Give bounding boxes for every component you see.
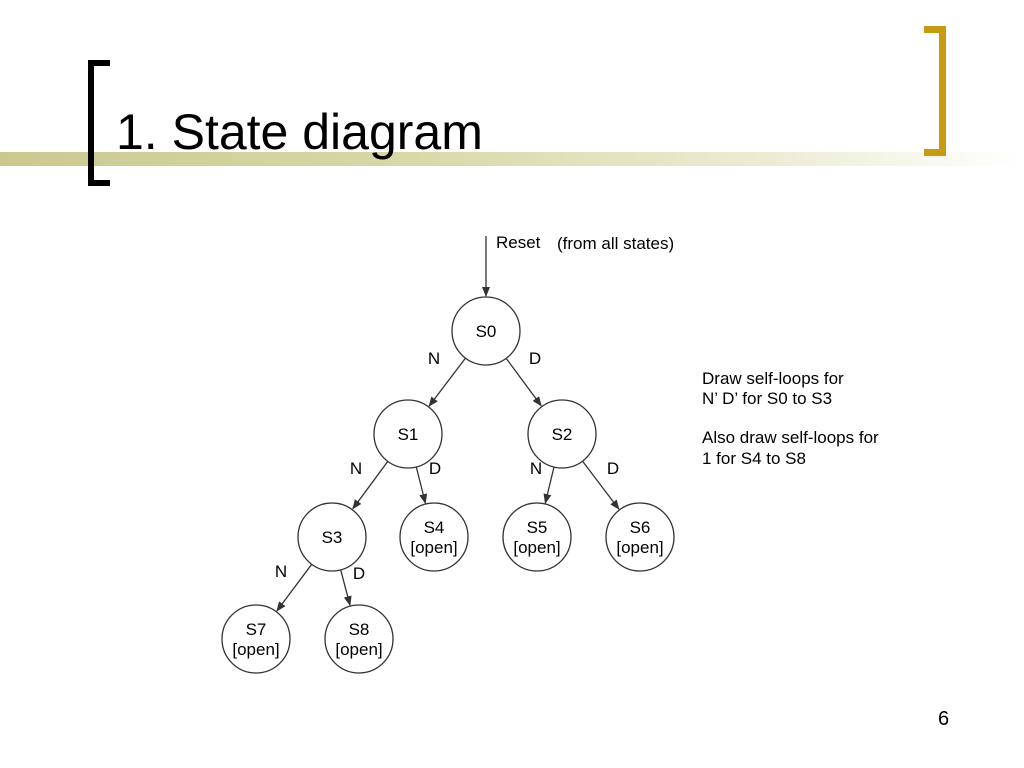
state-label-s5: S5 <box>527 518 548 537</box>
state-circle-s1 <box>373 399 443 469</box>
transition-label-s2-s6: D <box>607 459 619 478</box>
state-node-s4: S4[open] <box>399 502 469 572</box>
transition-label-s3-s7: N <box>275 562 287 581</box>
state-label-s2: S2 <box>552 425 573 444</box>
transition-arrow-s3-s8 <box>340 569 352 607</box>
state-label-s6: S6 <box>630 518 651 537</box>
state-label-s8: S8 <box>349 620 370 639</box>
transition-label-s1-s3: N <box>350 459 362 478</box>
state-label-s7: S7 <box>246 620 267 639</box>
right-bracket-decoration <box>924 26 946 156</box>
state-node-s2: S2 <box>527 399 597 469</box>
state-circle-s5 <box>502 502 572 572</box>
state-circle-s2 <box>527 399 597 469</box>
transition-arrow-s1-s4 <box>415 466 428 505</box>
state-node-s6: S6[open] <box>605 502 675 572</box>
transition-label-s2-s5: N <box>530 459 542 478</box>
transition-arrow-s0-s1 <box>428 357 467 407</box>
note-line-1: Draw self-loops for <box>702 369 844 388</box>
transition-arrow-s2-s6 <box>581 460 620 510</box>
state-circle-s8 <box>324 604 394 674</box>
state-label-s1: S1 <box>398 425 419 444</box>
state-node-s8: S8[open] <box>324 604 394 674</box>
state-label-s0: S0 <box>476 322 497 341</box>
state-circle-s7 <box>221 604 291 674</box>
state-label-s3: S3 <box>322 528 343 547</box>
transition-arrow-s0-s2 <box>505 358 542 407</box>
state-sublabel-s5: [open] <box>513 538 560 557</box>
transition-label-s1-s4: D <box>429 459 441 478</box>
reset-note: (from all states) <box>557 234 674 253</box>
note-line-4: 1 for S4 to S8 <box>702 449 806 468</box>
slide-title: 1. State diagram <box>116 104 483 160</box>
state-circle-s0 <box>451 296 521 366</box>
state-node-s1: S1 <box>373 399 443 469</box>
transition-arrow-s2-s5 <box>543 466 555 504</box>
state-node-s3: S3 <box>297 502 367 572</box>
left-bracket-decoration <box>88 60 110 186</box>
state-node-s5: S5[open] <box>502 502 572 572</box>
title-underline-band <box>0 152 1024 166</box>
page-number: 6 <box>938 708 950 730</box>
transition-arrow-s1-s3 <box>352 461 389 510</box>
transition-label-s0-s1: N <box>428 349 440 368</box>
transition-label-s0-s2: D <box>529 349 541 368</box>
note-line-2: N’ D’ for S0 to S3 <box>702 389 833 408</box>
transition-arrow-s3-s7 <box>276 563 313 612</box>
state-node-s0: S0 <box>451 296 521 366</box>
note-line-3: Also draw self-loops for <box>702 428 879 447</box>
reset-label: Reset <box>496 233 541 252</box>
transition-label-s3-s8: D <box>353 564 365 583</box>
transition-edges: N D N D N D N D <box>275 349 620 612</box>
state-label-s4: S4 <box>424 518 445 537</box>
state-node-s7: S7[open] <box>221 604 291 674</box>
state-sublabel-s4: [open] <box>410 538 457 557</box>
state-sublabel-s7: [open] <box>232 640 279 659</box>
state-circle-s6 <box>605 502 675 572</box>
state-circle-s4 <box>399 502 469 572</box>
state-circle-s3 <box>297 502 367 572</box>
state-sublabel-s6: [open] <box>616 538 663 557</box>
state-sublabel-s8: [open] <box>335 640 382 659</box>
